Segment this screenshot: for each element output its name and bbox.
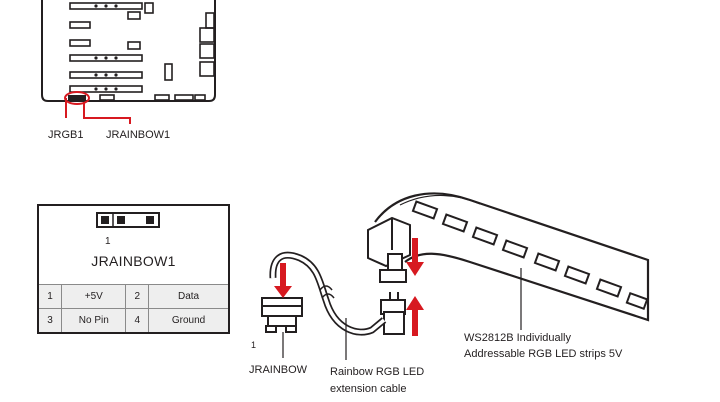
pin-signal: +5V [61, 284, 127, 309]
jrainbow-connector-label: JRAINBOW [249, 364, 308, 376]
pinout-row: 3 No Pin 4 Ground [39, 308, 228, 332]
pin-signal: Ground [148, 308, 228, 332]
strip-connector [367, 216, 411, 283]
pinout-pin1-marker: 1 [105, 236, 111, 247]
cable-label-line1: Rainbow RGB LED [330, 366, 424, 378]
pinout-row: 1 +5V 2 Data [39, 284, 228, 309]
leader-lines [282, 268, 522, 360]
cable-label-line2: extension cable [330, 383, 406, 395]
jrainbow-board-label: JRAINBOW1 [106, 129, 170, 141]
jrgb-label: JRGB1 [48, 129, 83, 141]
connector-pin1-marker: 1 [251, 340, 256, 350]
pin-signal: No Pin [61, 308, 127, 332]
pin-signal: Data [148, 284, 228, 309]
pinout-title: JRAINBOW1 [91, 253, 176, 269]
header-highlight [64, 91, 131, 124]
pin-number: 2 [125, 284, 150, 309]
insert-arrows [274, 238, 424, 336]
led-strip [374, 192, 650, 322]
motherboard-outline [41, 0, 216, 102]
pinout-grid: 1 +5V 2 Data 3 No Pin 4 Ground [39, 284, 228, 332]
pinout-header-glyph [96, 212, 160, 228]
arrow-down-icon [274, 263, 292, 298]
pin-number: 1 [39, 284, 63, 309]
strip-label-line1: WS2812B Individually [464, 332, 572, 344]
strip-label-line2: Addressable RGB LED strips 5V [464, 348, 623, 360]
pin-number: 3 [39, 308, 63, 332]
pinout-header: 1 JRAINBOW1 [39, 206, 228, 284]
pinout-table: 1 JRAINBOW1 1 +5V 2 Data 3 No Pin 4 Grou… [37, 204, 230, 334]
motherboard-slot-dots [94, 4, 118, 91]
arrow-down-icon [406, 238, 424, 276]
jrainbow-connector [261, 297, 303, 333]
motherboard-components [69, 2, 215, 101]
extension-cable-end-connector [380, 292, 406, 335]
led-strip-leds [411, 200, 649, 311]
pin-number: 4 [125, 308, 150, 332]
arrow-up-icon [406, 296, 424, 336]
extension-cable [269, 251, 387, 336]
